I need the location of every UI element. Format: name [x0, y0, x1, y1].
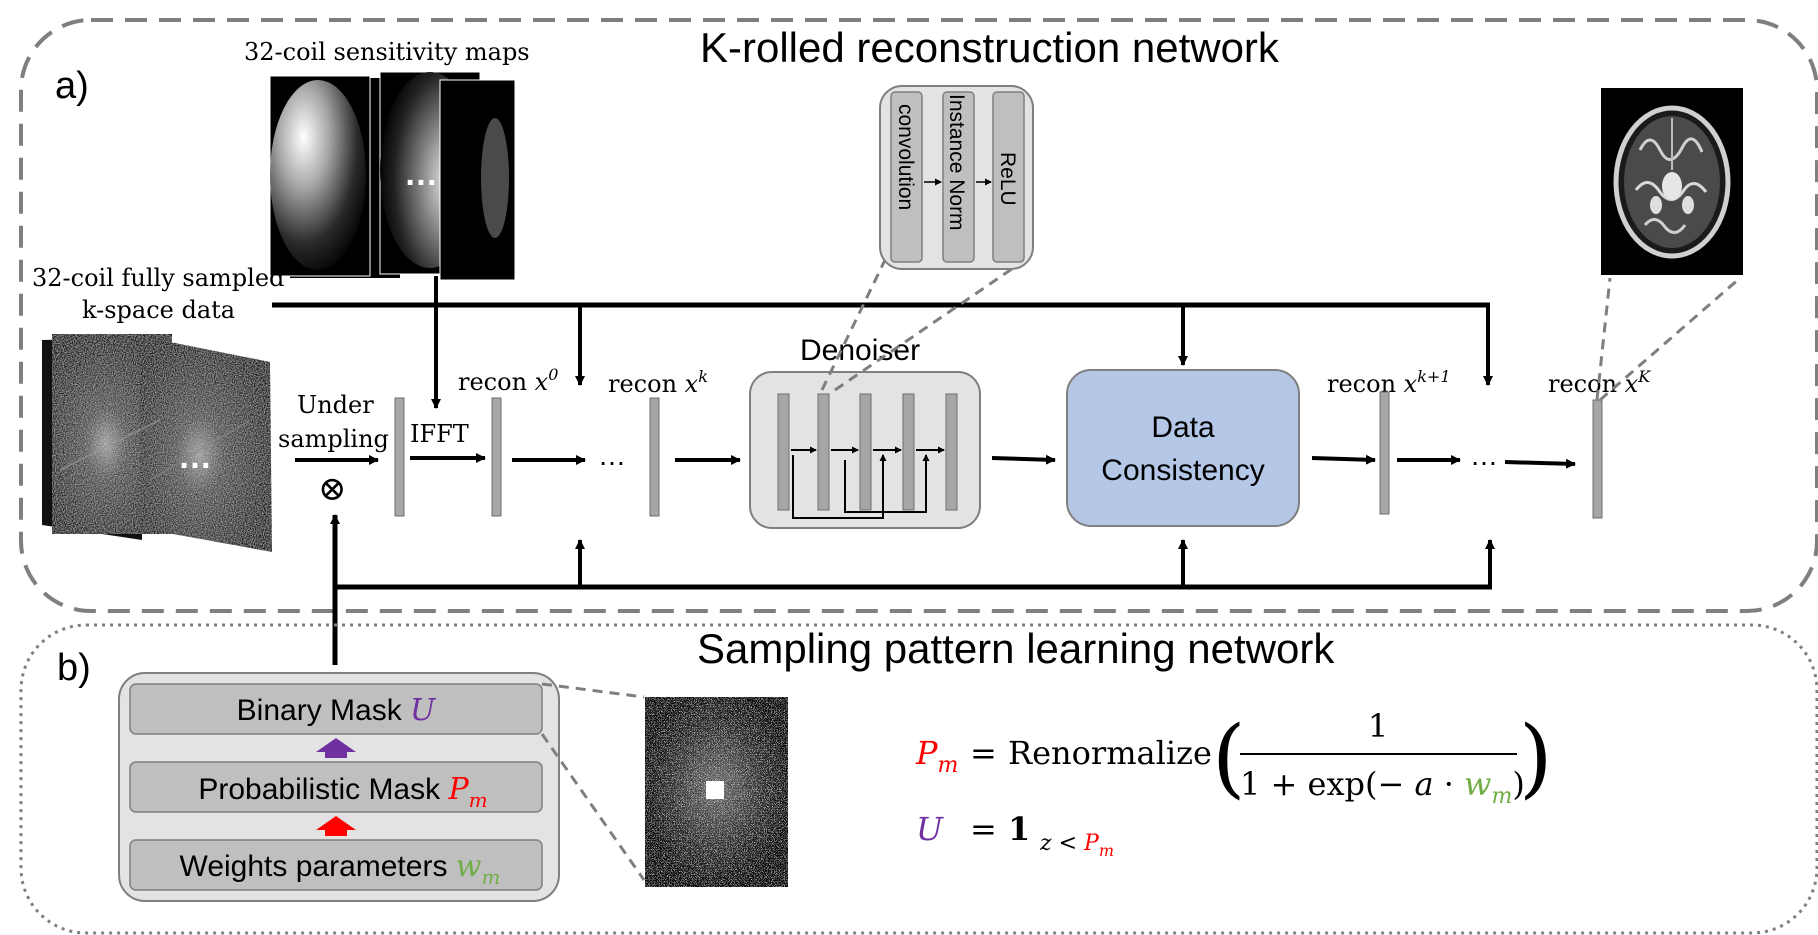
- denoiser-layer-2: [817, 393, 830, 511]
- eq1-right-paren: ): [1519, 708, 1553, 808]
- purple-up-arrow: [316, 738, 356, 758]
- weights-parameters-label: Weights parameters wm: [180, 849, 501, 889]
- eq2-equals: =: [970, 810, 997, 848]
- brain-mri-image: [1601, 88, 1743, 275]
- eq2-lhs: U: [916, 810, 944, 848]
- arrow-denoiser-to-dc: [991, 454, 1056, 465]
- denoiser-layer-4: [902, 393, 915, 511]
- arrow-dc-to-recon-k1: [1311, 454, 1376, 465]
- denoiser-layer-1: [777, 393, 790, 511]
- undersampling-mask-image: [645, 697, 788, 887]
- recon-0-label: recon x0: [458, 365, 558, 396]
- recon-0-bar: [491, 397, 502, 517]
- dots-1: …: [598, 440, 626, 471]
- eq1-equals: =: [970, 734, 997, 772]
- red-up-arrow: [316, 816, 356, 836]
- panel-a-frame: [19, 18, 1818, 613]
- eq2-indicator: 1: [1008, 810, 1030, 848]
- probabilistic-mask-box: [129, 761, 543, 813]
- eq1-denominator: 1 + exp(− a · wm): [1240, 765, 1525, 809]
- recon-k-label: recon xk: [608, 367, 708, 398]
- eq2-subscript: z < Pm: [1039, 831, 1114, 860]
- relu-block: [992, 91, 1025, 263]
- kspace-noise-image: …: [42, 334, 272, 552]
- panel-b-title: Sampling pattern learning network: [697, 625, 1335, 672]
- eq1-left-paren: (: [1212, 708, 1246, 808]
- recon-K-bar: [1592, 399, 1603, 519]
- undersampling-label-line2: sampling: [278, 425, 389, 453]
- panel-b-label: b): [57, 647, 91, 689]
- instance-norm-label: Instance Norm: [945, 94, 968, 231]
- coil-sensitivity-map-image: …: [269, 71, 516, 281]
- equation-probabilistic-mask: Pm = Renormalize ( 1 1 + exp(− a · wm) ): [915, 707, 1553, 809]
- instance-norm-block: [942, 91, 975, 263]
- recon-k-bar: [649, 397, 660, 517]
- denoiser-layer-3: [859, 393, 872, 511]
- kspace-label-line1: 32-coil fully sampled: [32, 264, 284, 292]
- arrow-to-recon-K: [1504, 458, 1576, 469]
- ifft-label: IFFT: [410, 420, 469, 448]
- brain-connector-left: [1595, 277, 1612, 401]
- denoiser-detail-box: convolution Instance Norm ReLU: [879, 85, 1034, 270]
- convolution-label: convolution: [894, 104, 917, 210]
- eq1-lhs: Pm: [915, 734, 958, 778]
- panel-a-label: a): [55, 65, 89, 107]
- detail-connector-left: [820, 259, 887, 391]
- denoiser-label: Denoiser: [800, 334, 920, 367]
- equation-binary-mask: U = 1 z < Pm: [916, 810, 1114, 860]
- recon-k1-bar: [1379, 391, 1390, 515]
- binary-mask-box: [129, 683, 543, 735]
- binary-mask-label: Binary Mask U: [237, 693, 437, 728]
- dots-2: …: [1470, 440, 1498, 471]
- probabilistic-mask-label: Probabilistic Mask Pm: [198, 772, 487, 812]
- data-consistency-line2: Consistency: [1101, 454, 1264, 487]
- data-consistency-line1: Data: [1151, 411, 1215, 444]
- undersampled-bar: [394, 397, 405, 517]
- mask-connector-top: [541, 682, 645, 699]
- kspace-ellipsis: …: [178, 438, 212, 476]
- brain-connector-right: [1599, 276, 1741, 402]
- eq1-numerator: 1: [1368, 707, 1388, 745]
- weights-parameters-box: [129, 839, 543, 891]
- data-consistency-box: [1066, 369, 1300, 527]
- relu-label: ReLU: [996, 152, 1019, 206]
- panel-b-frame: [19, 623, 1818, 935]
- undersampling-label-line1: Under: [297, 391, 374, 419]
- sensitivity-maps-ellipsis: …: [404, 155, 438, 193]
- mask-connector-bottom: [540, 733, 646, 881]
- panel-a-title: K-rolled reconstruction network: [700, 24, 1280, 71]
- multiply-symbol: ⊗: [318, 469, 347, 509]
- denoiser-layer-5: [945, 393, 958, 511]
- sensitivity-maps-label: 32-coil sensitivity maps: [244, 38, 530, 66]
- convolution-block: [890, 91, 923, 263]
- denoiser-box: [749, 371, 981, 529]
- kspace-label-line2: k-space data: [82, 296, 235, 324]
- eq1-function: Renormalize: [1008, 734, 1212, 772]
- detail-connector-right: [834, 260, 1023, 392]
